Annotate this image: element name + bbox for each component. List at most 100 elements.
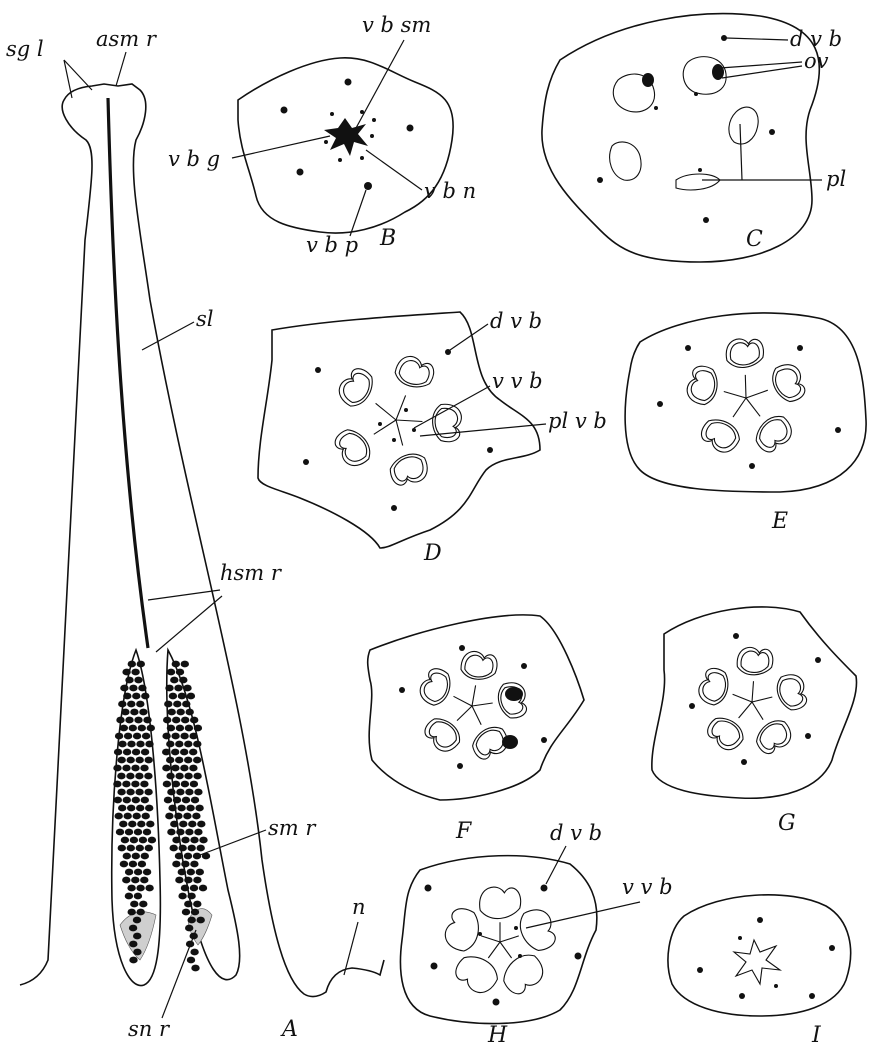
pollen-grain [180,749,188,756]
leader-vvb-d [414,386,490,428]
pollen-grain [176,725,184,732]
locule [336,429,371,466]
pollen-grain [148,837,156,844]
leader-ov-1 [720,62,802,68]
pollen-grain [143,829,151,836]
locule [740,650,769,673]
label-vbg: v b g [168,147,220,171]
section-h-outline [400,856,596,1024]
pollen-grain [173,701,181,708]
label-snr: sn r [128,1017,171,1041]
pollen-grain [141,693,149,700]
panel-label-g: G [778,811,796,836]
leader-hsmr-1 [148,590,220,600]
pollen-grain [132,797,140,804]
pollen-grain [141,749,149,756]
pollen-grain [179,677,187,684]
panel-label-d: D [423,541,442,566]
pollen-grain [115,733,123,740]
pollen-grain [129,725,137,732]
pollen-grain [182,701,190,708]
pollen-grain [133,949,141,956]
leader-pl-2 [740,124,742,180]
pollen-grain [131,669,139,676]
pollen-grain [193,741,201,748]
pollen-grain [172,661,180,668]
label-ov: ov [804,49,829,73]
pollen-grain [135,789,143,796]
pollen-grain [175,853,183,860]
locule-c-5 [676,174,720,190]
pollen-grain [180,765,188,772]
pollen-grain [118,845,126,852]
panel-c-section: d v b ov pl C [542,14,846,262]
pollen-grain [189,733,197,740]
locule [769,361,808,406]
pollen-grain [190,717,198,724]
stigmatic-groove [108,98,148,648]
pollen-grain [130,837,138,844]
panel-i-section: I [668,895,851,1048]
locule [703,711,748,755]
pollen-grain [166,757,174,764]
pollen-grain [129,941,137,948]
pollen-grain [167,829,175,836]
pollen-grain [144,789,152,796]
pollen-grain [193,853,201,860]
pollen-grain [162,749,170,756]
locule [703,417,740,452]
pollen-grain [120,685,128,692]
locule [497,949,549,999]
pollen-grain [194,725,202,732]
label-vvb-h: v v b [622,875,673,899]
pollen-grain [128,821,136,828]
pollen-grain [134,717,142,724]
pollen-grain [140,877,148,884]
pollen-grain [193,877,201,884]
pollen-grain [146,821,154,828]
pollen-grain [190,781,198,788]
pollen-grain [129,685,137,692]
pollen-grain [194,829,202,836]
pollen-grain [124,813,132,820]
pollen-grain [193,757,201,764]
pollen-grain [164,701,172,708]
pollen-grain [170,821,178,828]
pollen-grain [128,661,136,668]
pollen-grain [116,717,124,724]
pollen-grain [139,837,147,844]
label-vbn: v b n [424,179,476,203]
pollen-grain [124,733,132,740]
locule [464,654,495,680]
pollen-grain [117,789,125,796]
pollen-grain [175,773,183,780]
pollen-grain [166,773,174,780]
leader-sl [142,322,194,350]
pollen-grain [184,773,192,780]
pollen-grain [174,813,182,820]
pollen-grain [176,789,184,796]
leader-ov-2 [722,66,802,78]
pollen-grain [141,853,149,860]
pollen-grain [163,781,171,788]
pollen-grain [172,837,180,844]
pollen-grain [196,869,204,876]
pollen-grain [141,797,149,804]
pollen-grain [126,789,134,796]
pollen-grain [190,861,198,868]
pollen-grain [197,845,205,852]
pollen-grain [172,861,180,868]
pollen-grain [184,877,192,884]
pollen-grain [138,861,146,868]
pollen-grain [167,789,175,796]
leader-vbsm [356,40,404,128]
pollen-grain [190,837,198,844]
leader-plvb [420,424,546,436]
pollen-grain [145,845,153,852]
pollen-grain [136,757,144,764]
pollen-grain [162,733,170,740]
vascular-bundle-star [324,118,368,156]
septa [481,922,519,958]
pollen-grain [195,805,203,812]
section-d-bundles [303,349,493,511]
